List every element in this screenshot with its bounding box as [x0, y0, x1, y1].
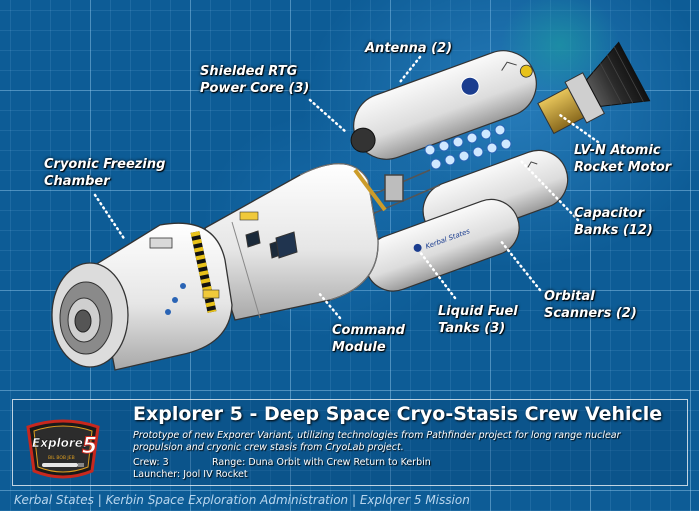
callout-antenna: Antenna (2) — [365, 40, 452, 57]
mission-patch: Explorer 5 BIL BOB JEB — [26, 419, 100, 479]
callout-command-module: Command Module — [332, 322, 405, 356]
callout-fuel-line2: Tanks (3) — [438, 321, 506, 336]
callout-orbital-line1: Orbital — [544, 289, 595, 304]
callout-capacitor-banks: Capacitor Banks (12) — [574, 205, 653, 239]
callout-lvn-line2: Rocket Motor — [574, 160, 672, 175]
spec-crew: Crew: 3 — [133, 457, 169, 468]
callout-cap-line2: Banks (12) — [574, 223, 653, 238]
callout-cmd-line2: Module — [332, 340, 386, 355]
callout-orbital-line2: Scanners (2) — [544, 306, 637, 321]
patch-name: Explorer — [32, 436, 90, 450]
patch-number: 5 — [82, 434, 97, 459]
patch-crew-names: BIL BOB JEB — [48, 455, 75, 461]
callout-fuel-line1: Liquid Fuel — [438, 304, 518, 319]
leader-lines — [93, 55, 600, 320]
callout-rtg-line1: Shielded RTG — [200, 64, 298, 79]
info-panel — [12, 399, 688, 486]
command-module — [204, 163, 387, 321]
lv-n-engine — [537, 41, 651, 135]
vehicle-description: Prototype of new Exporer Variant, utiliz… — [133, 430, 621, 453]
patch-ship-icon — [42, 463, 84, 467]
spacecraft-illustration: Kerbal States — [51, 41, 651, 371]
callout-lvn-motor: LV-N Atomic Rocket Motor — [574, 142, 671, 176]
spec-range: Range: Duna Orbit with Crew Return to Ke… — [212, 457, 431, 468]
callout-cryo-line1: Cryonic Freezing — [44, 157, 166, 172]
callout-lvn-line1: LV-N Atomic — [574, 143, 661, 158]
callout-rtg-line2: Power Core (3) — [200, 81, 310, 96]
vehicle-title: Explorer 5 - Deep Space Cryo-Stasis Crew… — [133, 403, 663, 425]
callout-cryo-line2: Chamber — [44, 174, 110, 189]
cryonic-chamber — [94, 222, 233, 371]
callout-rtg: Shielded RTG Power Core (3) — [200, 63, 309, 97]
capacitor-banks — [424, 124, 512, 170]
callout-cryo-chamber: Cryonic Freezing Chamber — [44, 156, 165, 190]
footer-credits: Kerbal States | Kerbin Space Exploration… — [14, 493, 470, 507]
callout-fuel-tanks: Liquid Fuel Tanks (3) — [438, 303, 518, 337]
docking-nose — [51, 262, 129, 368]
spec-launcher: Launcher: Jool IV Rocket — [133, 469, 248, 480]
callout-antenna-text: Antenna (2) — [365, 41, 453, 56]
callout-cmd-line1: Command — [332, 323, 405, 338]
callout-cap-line1: Capacitor — [574, 206, 645, 221]
upper-fuel-tank — [350, 50, 537, 160]
callout-orbital-scanners: Orbital Scanners (2) — [544, 288, 637, 322]
